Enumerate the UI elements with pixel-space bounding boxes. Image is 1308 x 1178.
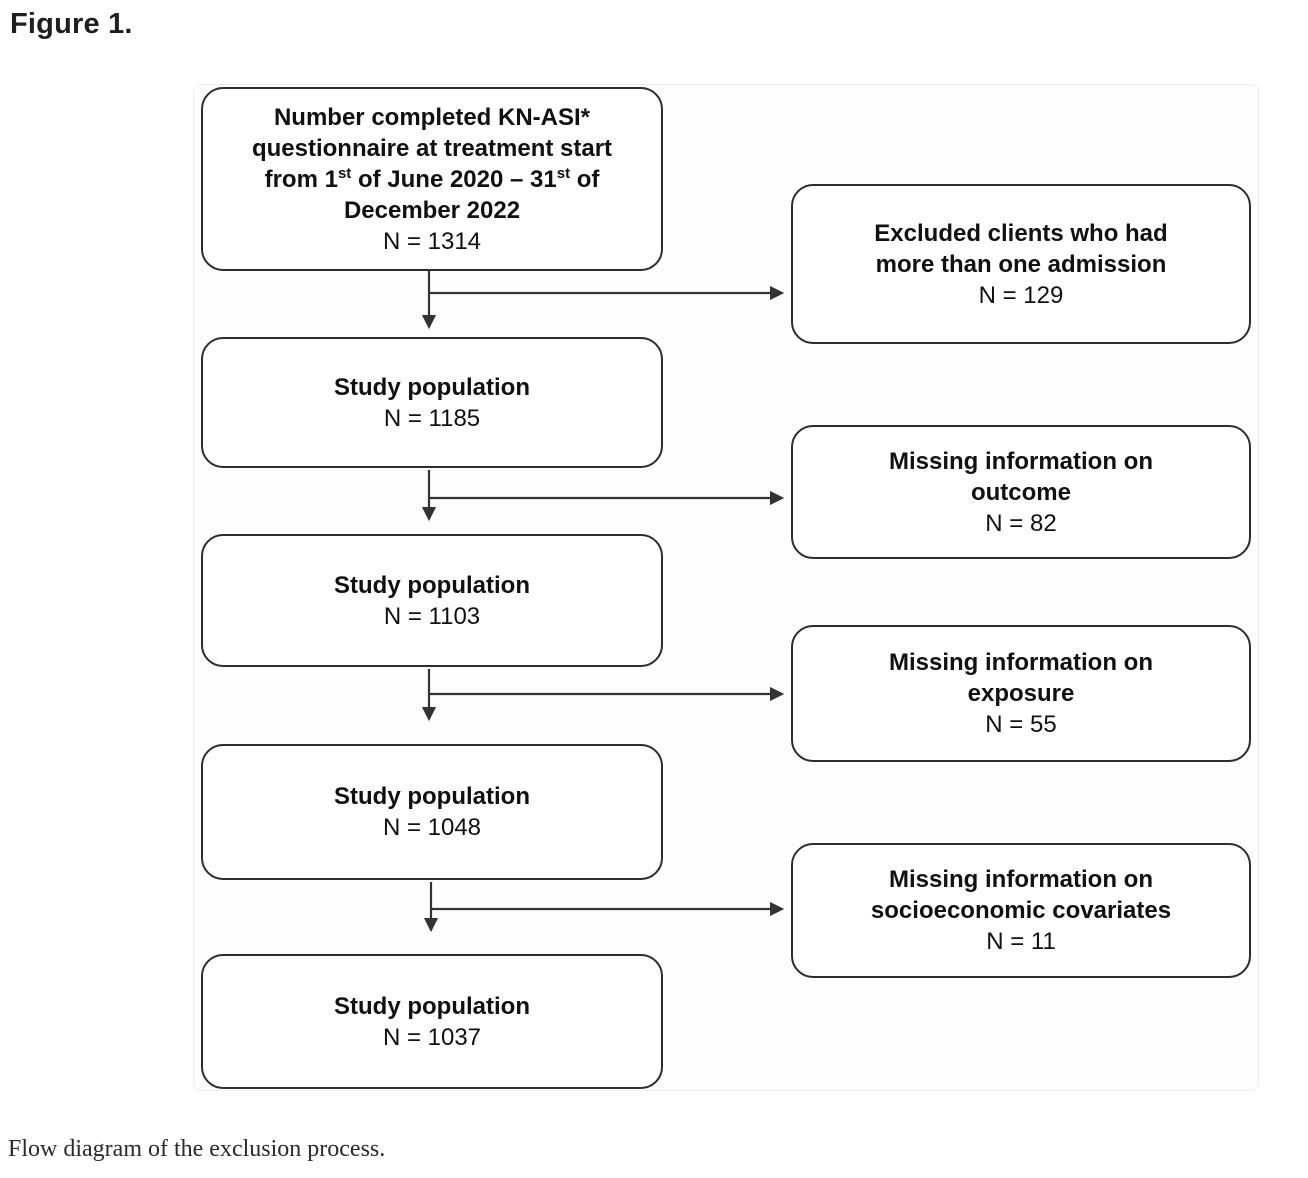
box-n-value: N = 1185 [383,404,481,432]
box-n-value: N = 1314 [382,227,482,255]
flow-box-missing-socioeconomic-covariates: Missing information on socioeconomic cov… [791,843,1251,978]
flow-box-excluded-multiple-admissions: Excluded clients who had more than one a… [791,184,1251,344]
flow-box-missing-exposure: Missing information on exposure N = 55 [791,625,1251,762]
box-text-line: Study population [334,373,530,401]
box-n-value: N = 82 [985,509,1057,537]
flow-box-study-population-1: Study population N = 1185 [201,337,663,468]
box-text-line: Study population [334,992,530,1020]
box-text-line: Missing information on [889,866,1153,893]
box-text-line: exposure [967,680,1075,707]
box-n-value: N = 1037 [382,1023,482,1051]
box-text-line: socioeconomic covariates [870,897,1172,924]
box-text-segment: of June 2020 – 31 [351,165,557,193]
flow-box-missing-outcome: Missing information on outcome N = 82 [791,425,1251,559]
box-text-line: Excluded clients who had [874,219,1168,247]
box-n-value: N = 1048 [382,814,482,841]
box-text-line: Study population [334,783,530,810]
flow-box-initial-population: Number completed KN-ASI* questionnaire a… [201,87,663,271]
ordinal-superscript: st [556,164,571,182]
figure-caption: Flow diagram of the exclusion process. [8,1136,386,1162]
box-text-line: Missing information on [889,447,1153,475]
flow-diagram-figure: Number completed KN-ASI* questionnaire a… [193,84,1259,1091]
flow-box-study-population-4: Study population N = 1037 [201,954,663,1089]
box-text-line: from 1st of June 2020 – 31st of [265,164,600,195]
box-text-line: outcome [970,478,1071,506]
box-text-line: Study population [334,571,530,599]
box-text-line: more than one admission [875,250,1167,278]
figure-label: Figure 1. [10,8,133,40]
box-text-line: Number completed KN-ASI* [273,103,591,131]
flow-box-study-population-3: Study population N = 1048 [201,744,663,880]
flow-box-study-population-2: Study population N = 1103 [201,534,663,667]
ordinal-superscript: st [337,164,352,182]
box-text-segment: from 1 [264,165,338,193]
box-text-line: December 2022 [343,196,521,224]
box-n-value: N = 129 [978,281,1064,309]
box-n-value: N = 1103 [383,602,481,630]
box-n-value: N = 11 [986,928,1056,955]
box-text-segment: of [570,165,600,193]
box-text-line: questionnaire at treatment start [251,134,613,162]
box-text-line: Missing information on [889,649,1153,676]
box-n-value: N = 55 [985,711,1057,738]
